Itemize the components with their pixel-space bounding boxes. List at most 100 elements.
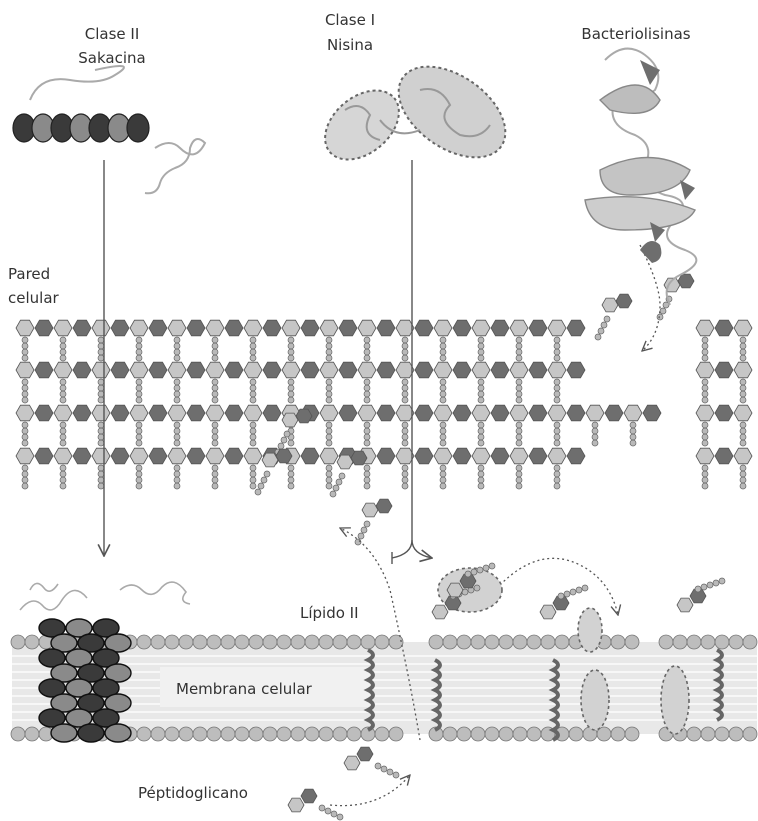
glycan-hexagon [339, 320, 357, 336]
peptide-bead [440, 355, 446, 361]
peptide-bead [702, 385, 708, 391]
peptide-bead [516, 379, 522, 385]
peptide-bead [212, 465, 218, 471]
peptide-bead [740, 422, 746, 428]
peptide-bead [440, 385, 446, 391]
peptide-bead [288, 349, 294, 355]
peptide-bead [554, 355, 560, 361]
peptide-bead [702, 397, 708, 403]
glycan-hexagon [111, 320, 129, 336]
peptide-bead [136, 422, 142, 428]
lipid-head [137, 635, 151, 649]
glycan-hexagon [696, 320, 714, 336]
lipid-head [235, 727, 249, 741]
glycan-hexagon [92, 405, 110, 421]
peptide-bead [174, 391, 180, 397]
peptide-bead [402, 349, 408, 355]
glycan-hexagon [320, 448, 338, 464]
sakacin-helix-icon [13, 66, 205, 193]
peptide-bead [478, 483, 484, 489]
peptide-bead [250, 477, 256, 483]
peptide-bead [402, 397, 408, 403]
glycan-hexagon [73, 405, 91, 421]
peptide-bead [333, 485, 339, 491]
glycan-hexagon [358, 320, 376, 336]
glycan-hexagon [320, 405, 338, 421]
lipid-head [347, 635, 361, 649]
peptide-bead [212, 337, 218, 343]
glycan-strand [16, 362, 752, 403]
peptide-bead [212, 391, 218, 397]
glycan-strand [16, 320, 752, 361]
peptide-bead [740, 349, 746, 355]
peptide-bead [250, 422, 256, 428]
peptide-bead [174, 385, 180, 391]
peptide-bead [326, 337, 332, 343]
peptide-bead [22, 397, 28, 403]
glycan-strand [16, 448, 752, 489]
peptide-bead [212, 434, 218, 440]
glycan-hexagon [586, 405, 604, 421]
peptide-bead [440, 337, 446, 343]
glycan-hexagon [225, 320, 243, 336]
peptide-bead [478, 428, 484, 434]
peptide-bead [136, 434, 142, 440]
peptide-bead [516, 440, 522, 446]
peptide-bead [212, 343, 218, 349]
peptide-bead [719, 578, 725, 584]
peptide-bead [695, 586, 701, 592]
glycan-hexagon [263, 320, 281, 336]
peptide-bead [174, 434, 180, 440]
peptide-bead [22, 440, 28, 446]
peptide-bead [364, 477, 370, 483]
peptide-bead [326, 385, 332, 391]
peptide-bead [98, 465, 104, 471]
peptide-bead [98, 397, 104, 403]
peptide-bead [740, 391, 746, 397]
glycan-hexagon [548, 405, 566, 421]
peptide-bead [250, 428, 256, 434]
peptide-bead [326, 343, 332, 349]
peptide-bead [288, 343, 294, 349]
peptide-bead [554, 397, 560, 403]
peptide-bead [440, 428, 446, 434]
peptide-bead [60, 349, 66, 355]
peptide-bead [381, 766, 387, 772]
peptide-bead [364, 355, 370, 361]
peptide-bead [402, 422, 408, 428]
lipid-head [541, 635, 555, 649]
lipid-head [389, 727, 403, 741]
glycan-hexagon [491, 320, 509, 336]
peptide-bead [554, 483, 560, 489]
peptide-bead [364, 343, 370, 349]
peptide-bead [336, 479, 342, 485]
peptide-bead [478, 349, 484, 355]
glycan-hexagon [434, 320, 452, 336]
peptidoglycan-fragment [657, 274, 694, 320]
lipid-head [743, 635, 757, 649]
glycan-hexagon [377, 405, 395, 421]
glycan-hexagon [130, 448, 148, 464]
peptidoglycan-fragment [595, 294, 632, 340]
glycan-hexagon [225, 362, 243, 378]
peptide-bead [478, 343, 484, 349]
peptide-bead [702, 422, 708, 428]
glycan-hexagon [472, 362, 490, 378]
peptide-bead [174, 428, 180, 434]
peptide-bead [478, 422, 484, 428]
peptide-bead [22, 337, 28, 343]
peptide-bead [136, 337, 142, 343]
peptide-bead [136, 483, 142, 489]
peptide-bead [288, 465, 294, 471]
glycan-hexagon [16, 448, 34, 464]
lipid-head [249, 635, 263, 649]
peptide-bead [660, 308, 666, 314]
glycan-hexagon [415, 362, 433, 378]
glycan-hexagon [696, 362, 714, 378]
peptide-bead [98, 422, 104, 428]
glycan-hexagon [111, 405, 129, 421]
peptide-bead [478, 337, 484, 343]
glycan-hexagon [415, 405, 433, 421]
peptide-bead [402, 385, 408, 391]
glycan-hexagon [453, 448, 471, 464]
